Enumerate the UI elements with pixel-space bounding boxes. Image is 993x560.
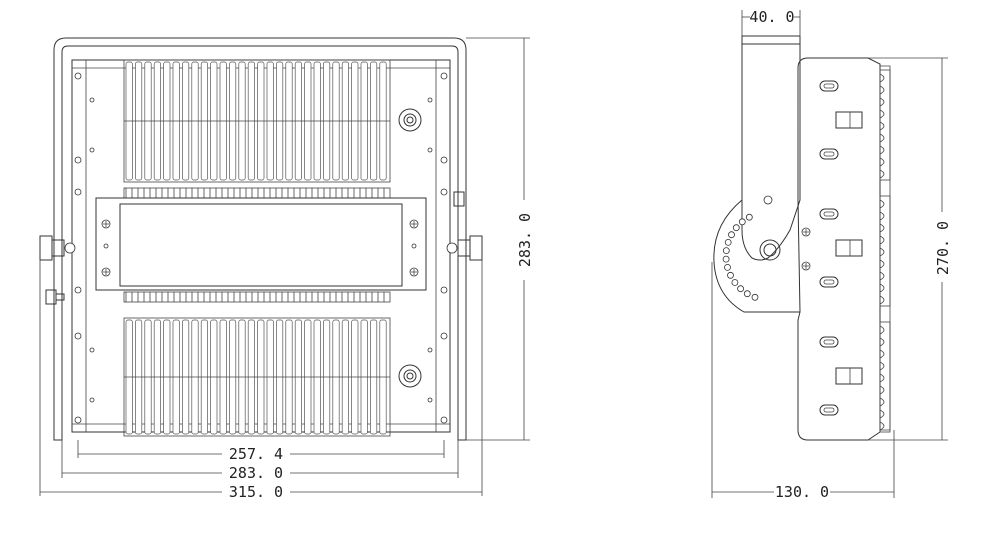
tilt-hole (732, 224, 740, 232)
heatsink-fins-top (123, 59, 391, 183)
lens (879, 169, 885, 179)
side-bracket (741, 35, 801, 261)
lens (879, 271, 885, 281)
lens (879, 349, 885, 359)
tilt-hole (722, 247, 730, 255)
dim-top-width: 40. 0 (741, 8, 801, 36)
heatsink-fins-mid-bottom (123, 291, 391, 303)
dim-top-width-label: 40. 0 (749, 8, 794, 26)
tilt-hole (724, 263, 731, 271)
mount-slot-inner (823, 407, 835, 413)
lens (879, 337, 885, 347)
lens (879, 157, 885, 167)
pivot-knob-left (39, 235, 76, 305)
dim-mid-width: 283. 0 (61, 440, 459, 482)
lens (879, 295, 885, 305)
clamp-block (835, 111, 863, 129)
left-rail (74, 60, 95, 432)
lens (879, 397, 885, 407)
lens (879, 421, 885, 431)
dim-inner-width-label: 257. 4 (229, 445, 283, 463)
lens (879, 121, 885, 131)
mount-slot (819, 208, 839, 220)
lens (879, 145, 885, 155)
dim-side-depth: 130. 0 (711, 262, 895, 501)
lens (879, 133, 885, 143)
dim-front-height: 283. 0 (466, 37, 534, 441)
lens (879, 211, 885, 221)
mount-slot-inner (823, 339, 835, 345)
lens (879, 373, 885, 383)
lens-row (879, 69, 891, 181)
tilt-hole (738, 218, 746, 226)
cable-gland-bottom (398, 364, 422, 388)
lens (879, 85, 885, 95)
dim-side-depth-label: 130. 0 (775, 483, 829, 501)
right-rail (427, 60, 448, 432)
front-view: 283. 0 257. 4 283. 0 315. 0 (39, 37, 534, 501)
lens (879, 97, 885, 107)
lens (879, 223, 885, 233)
lens (879, 361, 885, 371)
dim-side-height-label: 270. 0 (934, 221, 952, 275)
tilt-adjust-plate (713, 199, 800, 313)
mount-slot (819, 80, 839, 92)
cable-gland-top (398, 108, 422, 132)
mount-slot (819, 404, 839, 416)
pivot-knob-right (446, 191, 483, 261)
dim-overall-width: 315. 0 (39, 260, 483, 501)
mount-slot-inner (823, 211, 835, 217)
lens (879, 199, 885, 209)
lens (879, 247, 885, 257)
tilt-angle-holes (722, 213, 759, 301)
lens (879, 409, 885, 419)
dim-overall-width-label: 315. 0 (229, 483, 283, 501)
mount-slot-inner (823, 83, 835, 89)
mount-slot (819, 148, 839, 160)
lens-row (879, 321, 891, 433)
heatsink-fins-bottom (123, 317, 391, 437)
lens-row (879, 195, 891, 307)
tilt-hole (751, 293, 759, 301)
lens (879, 283, 885, 293)
side-view: 40. 0 270. 0 130. 0 (711, 8, 952, 501)
driver-box (95, 197, 427, 291)
fin-strip (123, 187, 391, 199)
mount-slot (819, 336, 839, 348)
side-slots (819, 80, 863, 416)
fin-strip (123, 291, 391, 303)
dim-front-height-label: 283. 0 (516, 213, 534, 267)
pivot-bolt (759, 239, 781, 261)
tilt-hole (728, 231, 735, 239)
clamp-block (835, 239, 863, 257)
side-lens-rows (879, 69, 891, 433)
dim-inner-width: 257. 4 (77, 440, 445, 463)
clamp-block (835, 367, 863, 385)
tilt-hole (727, 271, 734, 279)
lens (879, 385, 885, 395)
lens (879, 109, 885, 119)
side-housing (797, 57, 881, 441)
tilt-hole (737, 285, 744, 293)
lens (879, 325, 885, 335)
tilt-hole (743, 290, 751, 298)
mount-slot (819, 276, 839, 288)
tilt-hole (731, 279, 739, 286)
dim-mid-width-label: 283. 0 (229, 464, 283, 482)
tilt-hole (722, 255, 730, 263)
mount-slot-inner (823, 151, 835, 157)
mount-slot-inner (823, 279, 835, 285)
heatsink-fins-mid-top (123, 187, 391, 199)
lens (879, 235, 885, 245)
lens (879, 73, 885, 83)
lens (879, 259, 885, 269)
tilt-hole (745, 213, 753, 221)
tilt-hole (724, 238, 732, 246)
dim-side-height: 270. 0 (868, 57, 952, 441)
